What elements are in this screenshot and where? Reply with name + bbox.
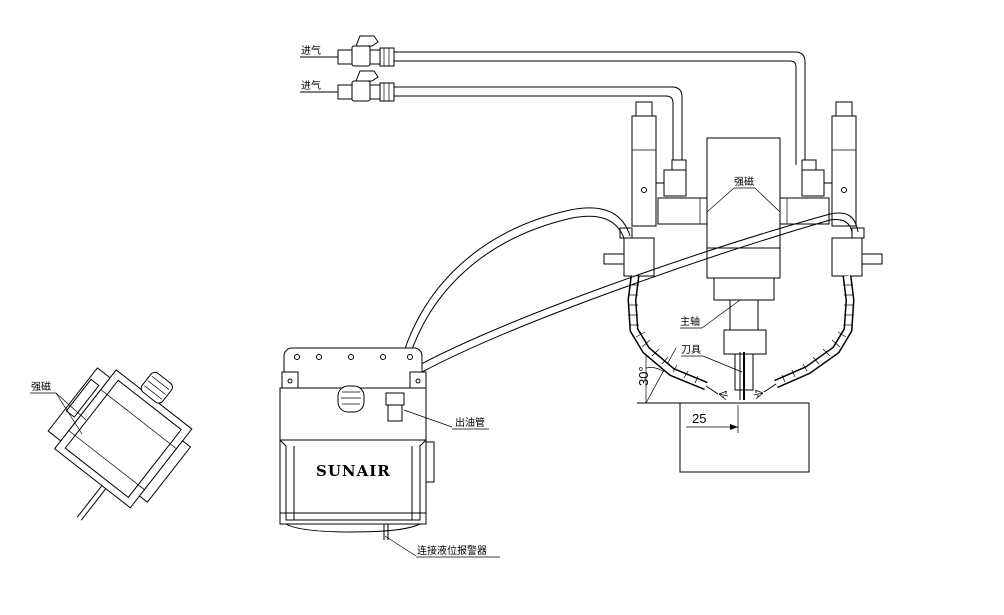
svg-text:出油管: 出油管 [455,416,485,429]
nozzle-segments-left [628,284,699,384]
nozzle-unit-left [603,101,719,395]
level-alarm-label: 连接液位报警器 [384,535,500,558]
oil-pipe-left [393,207,631,394]
width-dimension: 25 [686,405,739,433]
oil-pipe-right [409,212,859,371]
oil-outlet-label: 出油管 [403,409,489,430]
svg-text:强磁: 强磁 [734,175,754,188]
brand-logo: SUNAIR [316,462,391,480]
air-inlet-bottom-label: 进气 [300,79,322,93]
cutter-label: 刀具 [681,344,743,373]
spray-right [753,389,764,400]
air-pipe-top [394,51,806,165]
svg-text:强磁: 强磁 [31,380,51,393]
svg-text:连接液位报警器: 连接液位报警器 [417,544,487,557]
nozzle-segments-right [781,284,854,383]
oil-tank [279,347,435,540]
svg-text:主轴: 主轴 [680,315,700,328]
workpiece [679,402,810,473]
svg-text:进气: 进气 [301,44,321,57]
spray-left [718,390,729,401]
air-inlet-top-label: 进气 [300,44,322,58]
svg-text:刀具: 刀具 [681,344,701,356]
magnet-base-side-view [47,367,193,521]
air-pipe-bottom [394,86,683,165]
spindle-label: 主轴 [680,299,741,329]
magnet-center-label: 强磁 [706,175,781,213]
nozzle-unit-right [763,101,883,393]
svg-text:30°: 30° [636,366,651,386]
air-inlet-valve-top [300,35,395,67]
svg-text:25: 25 [692,411,706,426]
magnet-left-label: 强磁 [30,380,87,435]
svg-text:进气: 进气 [301,79,321,92]
